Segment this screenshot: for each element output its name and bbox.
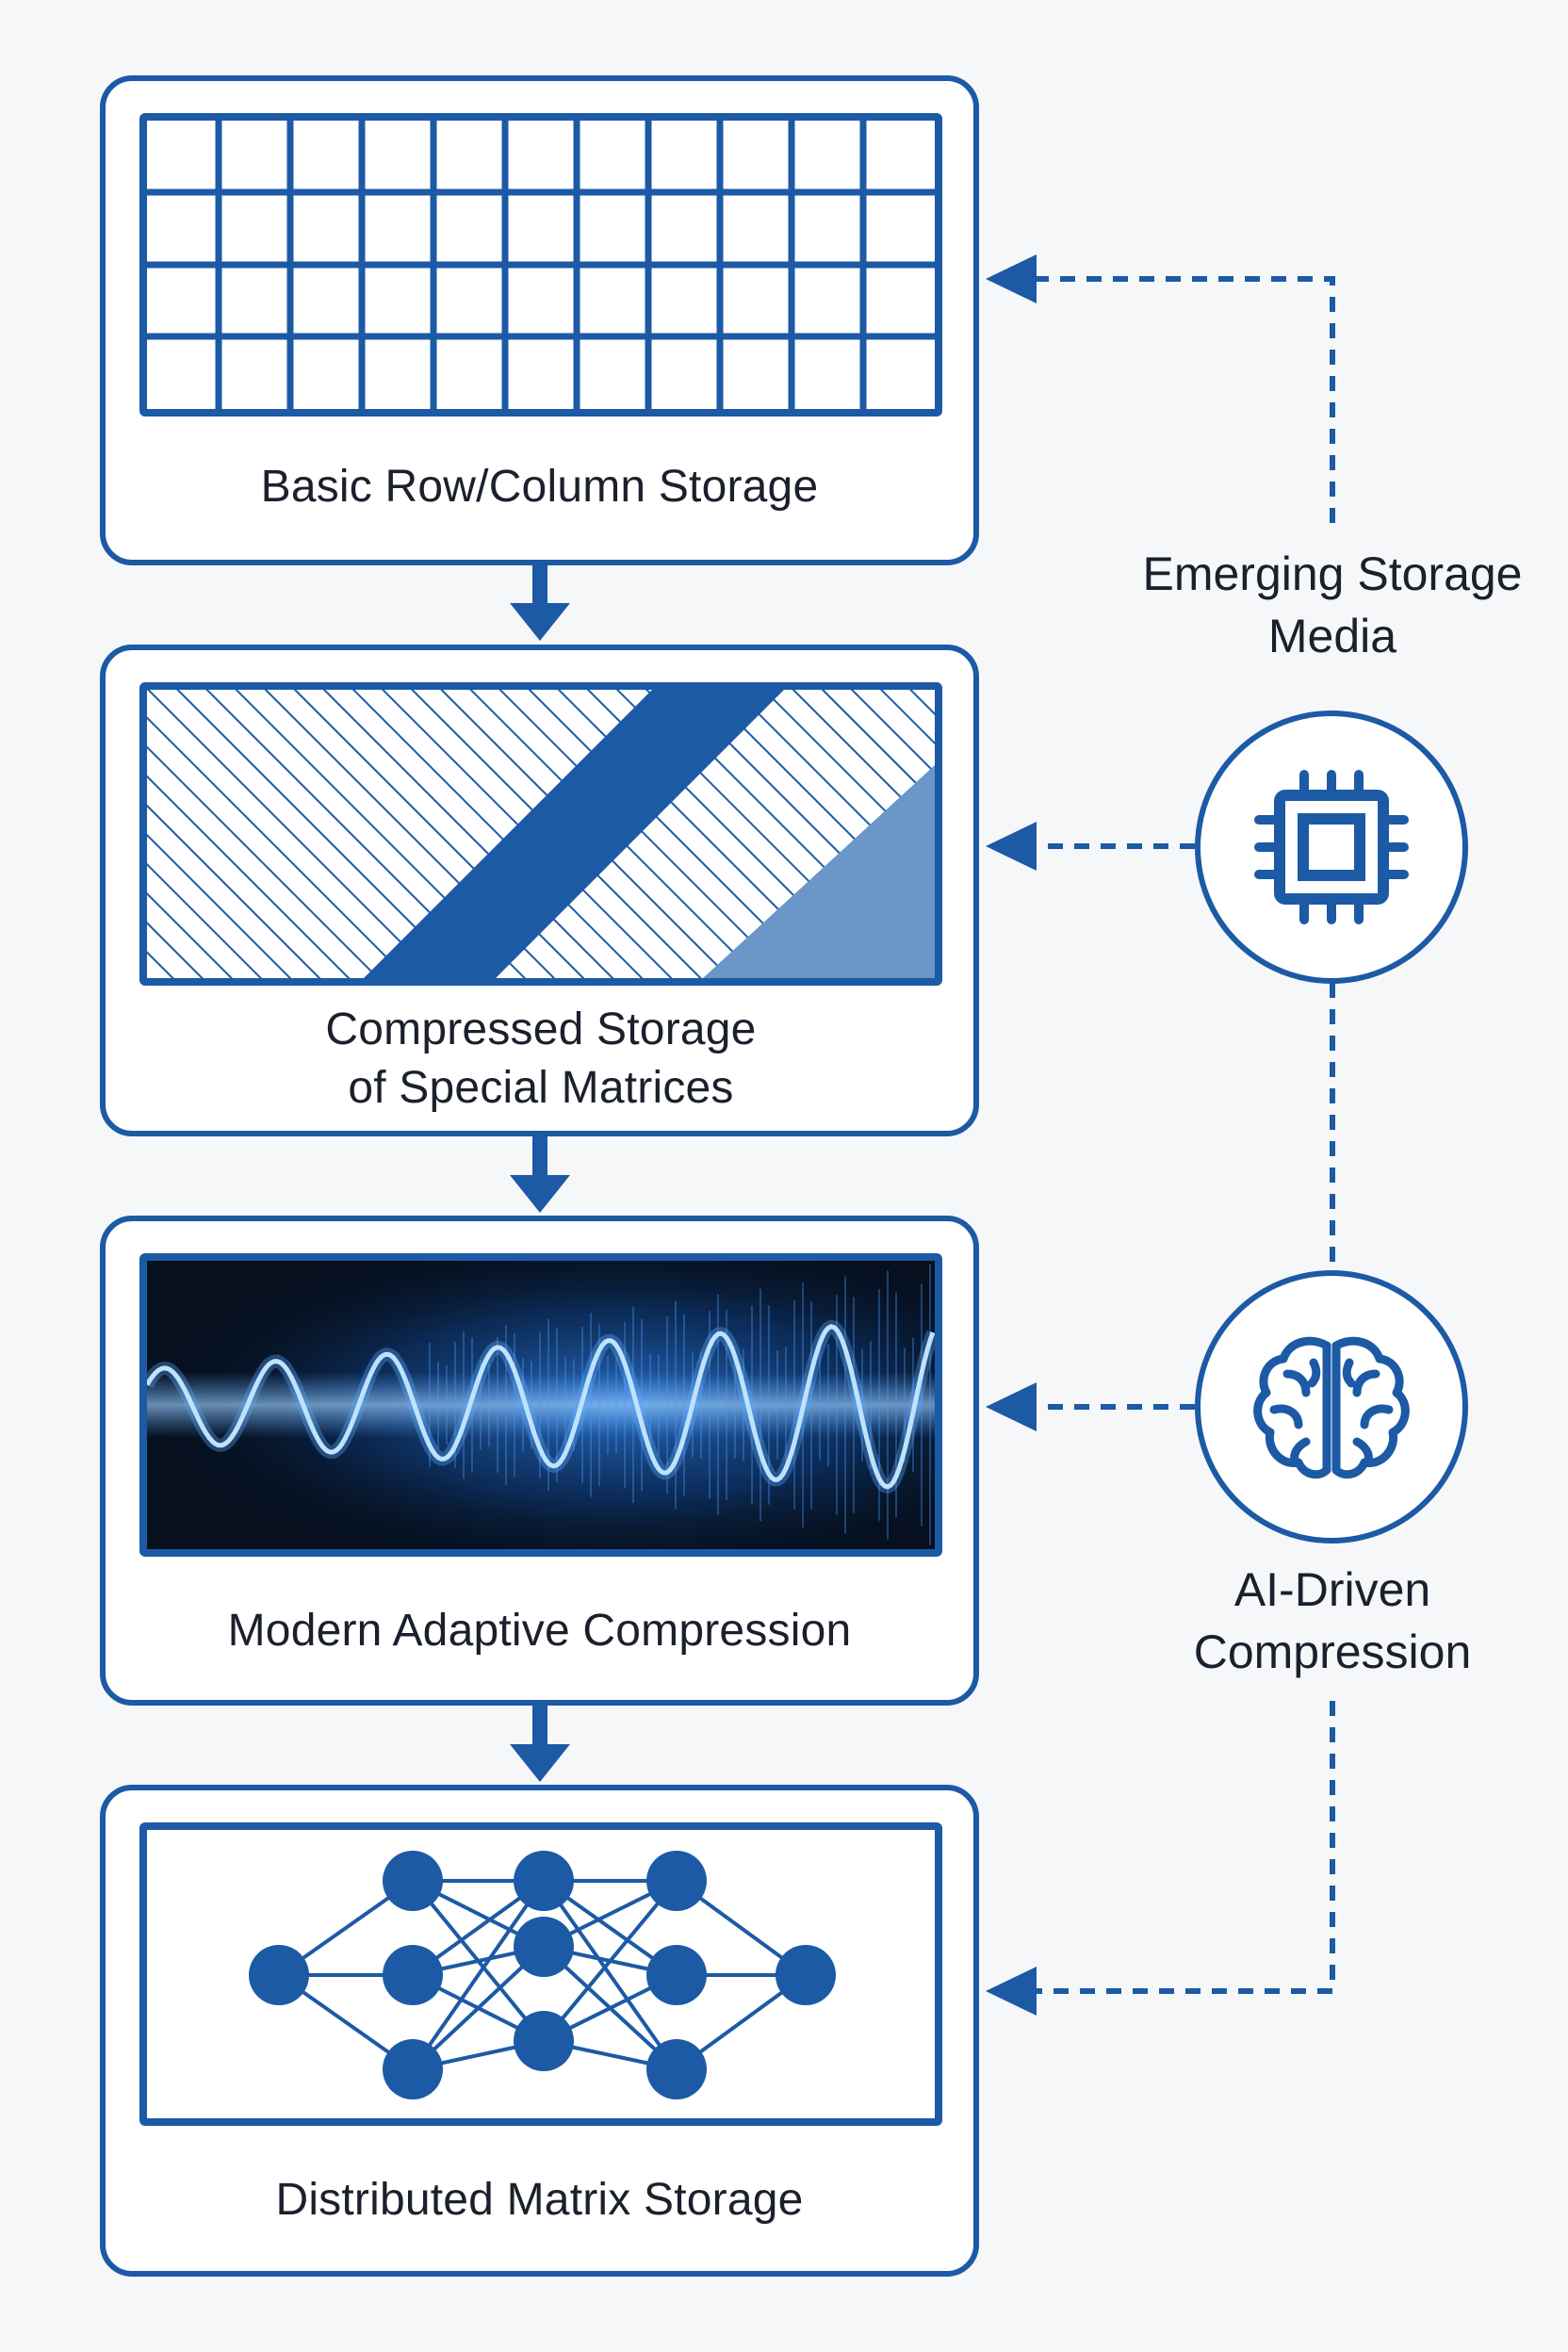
stage-card-basic-storage: Basic Row/Column Storage (100, 75, 979, 565)
arrowhead-stage-1 (986, 254, 1037, 303)
stage-label: Modern Adaptive Compression (227, 1606, 852, 1656)
stage-label: Distributed Matrix Storage (275, 2175, 804, 2225)
stage-label: Basic Row/Column Storage (260, 462, 819, 512)
influence-label-ai-compression: AI-Driven Compression (1193, 1563, 1472, 1678)
banded-matrix-icon (139, 682, 942, 986)
flow-arrow-1-to-2 (510, 564, 570, 641)
dashed-line-media-to-stage-1 (1037, 276, 1335, 523)
waveform-chart (147, 1261, 935, 1549)
stage-card-adaptive-compression: Modern Adaptive Compression (100, 1216, 979, 1706)
brain-icon (1195, 1270, 1468, 1544)
network-graph-icon (139, 1822, 942, 2126)
flow-arrow-3-to-4 (510, 1705, 570, 1782)
microchip-icon (1195, 710, 1468, 984)
arrowhead-stage-2 (986, 822, 1037, 871)
flow-arrow-2-to-3 (510, 1135, 570, 1213)
stage-card-distributed-storage: Distributed Matrix Storage (100, 1785, 979, 2277)
stage-card-compressed-storage: Compressed Storage of Special Matrices (100, 645, 979, 1136)
grid-matrix-icon (139, 113, 942, 416)
influence-label-emerging-media: Emerging Storage Media (1142, 547, 1523, 662)
arrowhead-stage-3 (986, 1382, 1037, 1431)
waveform-icon (139, 1253, 942, 1557)
dashed-line-ai-to-stage-4 (1037, 1701, 1335, 1994)
arrowhead-stage-4 (986, 1967, 1037, 2016)
stage-label: Compressed Storage of Special Matrices (325, 1004, 757, 1113)
